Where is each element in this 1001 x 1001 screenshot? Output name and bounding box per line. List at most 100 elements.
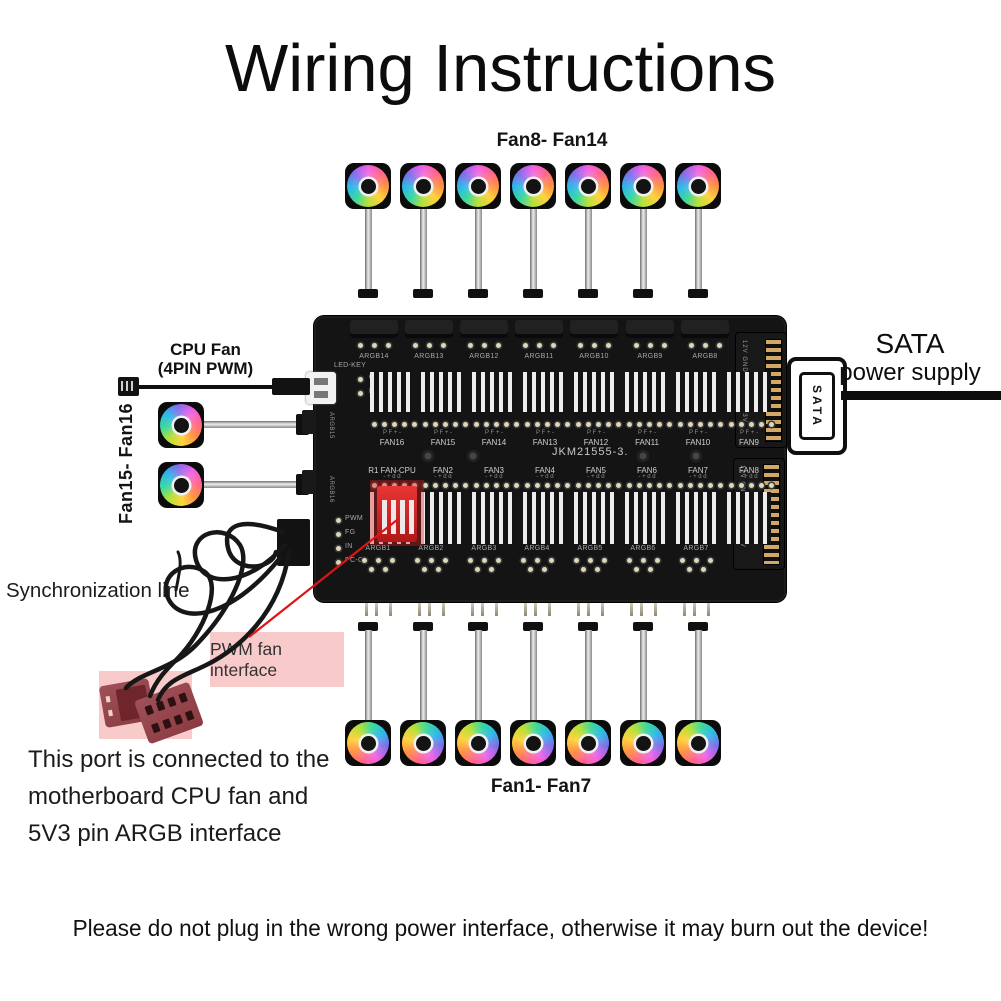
note-line3: 5V3 pin ARGB interface	[28, 820, 282, 847]
fan	[400, 163, 446, 209]
pin	[647, 483, 652, 488]
fan	[455, 163, 501, 209]
pin	[402, 483, 407, 488]
argb-connector	[570, 320, 618, 338]
pin	[525, 422, 530, 427]
pin	[422, 567, 427, 572]
pin	[383, 567, 388, 572]
connector-hole	[178, 692, 188, 704]
fan	[675, 163, 721, 209]
fan-unit-bottom	[504, 614, 562, 772]
pin	[688, 483, 693, 488]
pin	[433, 422, 438, 427]
connector-hole	[155, 700, 166, 712]
pin	[565, 422, 570, 427]
fan-cable	[420, 207, 427, 291]
top-fan-row-label: Fan8- Fan14	[496, 130, 608, 151]
fan-blades	[622, 165, 664, 207]
fan	[339, 714, 397, 772]
pin	[372, 483, 377, 488]
board-pin	[654, 601, 657, 616]
fan-header-label: FAN8	[738, 466, 759, 475]
fan	[614, 714, 672, 772]
pin	[427, 343, 432, 348]
pin	[514, 483, 519, 488]
fan-hub	[173, 477, 189, 493]
pin	[453, 422, 458, 427]
argb15-label: ARGB15	[328, 412, 334, 439]
pin	[484, 422, 489, 427]
pin	[595, 567, 600, 572]
pin	[336, 518, 341, 523]
cpu-cable-connector	[118, 377, 139, 396]
fan-cable-connector	[413, 622, 433, 631]
board-pin	[548, 601, 551, 616]
pin	[565, 483, 570, 488]
pin	[637, 422, 642, 427]
pin	[637, 483, 642, 488]
cpu-cable-wire	[139, 385, 272, 389]
fan-hub	[525, 178, 541, 194]
board-pin	[640, 601, 643, 616]
argb-label: ARGB13	[414, 353, 444, 360]
pin	[528, 567, 533, 572]
fan-hub	[690, 178, 706, 194]
pin	[392, 483, 397, 488]
header-pin	[391, 500, 396, 534]
pin	[336, 560, 341, 565]
pin	[648, 343, 653, 348]
fan-cable	[365, 207, 372, 291]
pin	[718, 422, 723, 427]
fan-header-pins	[523, 492, 567, 544]
fan-header-pins	[472, 492, 516, 544]
pin	[555, 422, 560, 427]
fan-unit-top	[620, 163, 666, 309]
fan-header-label: FAN9	[738, 438, 759, 447]
pin	[680, 558, 685, 563]
pin	[657, 422, 662, 427]
connector-hole	[184, 710, 195, 722]
pin-marks: P F + -	[688, 430, 708, 436]
fan-unit-bottom	[449, 614, 507, 772]
fan-unit-left	[151, 455, 314, 515]
fan-cable-connector	[468, 622, 488, 631]
pin	[514, 422, 519, 427]
fan	[669, 714, 727, 772]
argb-label: ARGB9	[637, 353, 663, 360]
pin	[667, 422, 672, 427]
fan-header-pins	[574, 372, 618, 412]
pin	[441, 343, 446, 348]
argb-connector	[405, 320, 453, 338]
pin	[576, 483, 581, 488]
header-pin	[409, 500, 414, 534]
pin	[496, 558, 501, 563]
pin	[392, 422, 397, 427]
fan-hub	[415, 735, 431, 751]
sync-board-connector	[277, 519, 310, 566]
fan-cable	[365, 630, 372, 720]
argb-label: ARGB3	[471, 545, 497, 552]
fan-header-label: FAN11	[635, 438, 659, 447]
fan-hub	[360, 178, 376, 194]
pin	[627, 422, 632, 427]
fan-cable	[202, 481, 298, 488]
fan	[510, 163, 556, 209]
edge-connector	[302, 410, 316, 434]
sata-plug-body: SATA	[799, 372, 835, 440]
board-pin	[428, 601, 431, 616]
fan-cable	[530, 630, 537, 720]
pin	[504, 483, 509, 488]
fan	[449, 714, 507, 772]
pin	[436, 567, 441, 572]
pin	[468, 343, 473, 348]
fan	[345, 163, 391, 209]
fan-header-pins	[421, 492, 465, 544]
cpu-fan-label-line1: CPU Fan	[170, 340, 241, 359]
pin-marks: - + d d	[689, 474, 707, 480]
board-pin	[418, 601, 421, 616]
board-pin	[630, 601, 633, 616]
fan-header-pins	[574, 492, 618, 544]
pin	[667, 483, 672, 488]
pin	[749, 483, 754, 488]
board-pin	[442, 601, 445, 616]
